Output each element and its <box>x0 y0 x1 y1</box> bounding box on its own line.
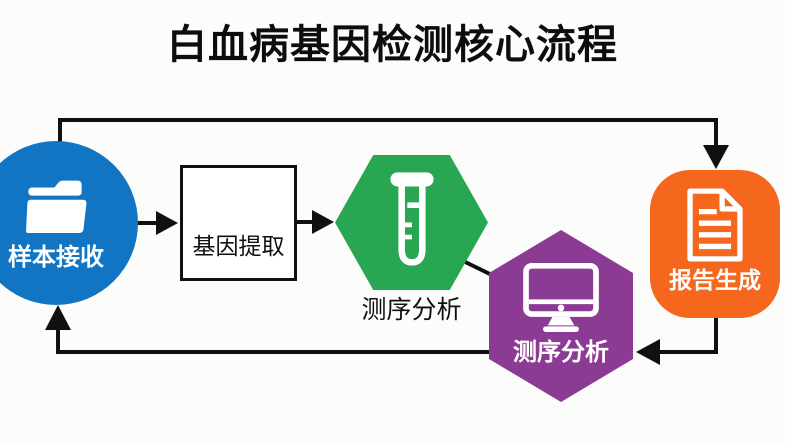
node-sequencing-analysis-compute: 测序分析 <box>489 230 633 402</box>
node-label-gene-extraction: 基因提取 <box>192 233 285 259</box>
node-label-report-generation: 报告生成 <box>669 267 761 293</box>
node-label-sample-reception: 样本接收 <box>8 244 104 271</box>
node-label-sequencing-analysis: 测序分析 <box>361 296 462 324</box>
monitor-icon <box>523 262 599 332</box>
node-label-sequencing-analysis-compute: 测序分析 <box>513 339 609 366</box>
node-gene-extraction: 基因提取 <box>180 165 297 281</box>
arrowhead-down-report <box>703 145 729 169</box>
arrowhead-right-sequencing <box>312 210 334 234</box>
page-title: 白血病基因检测核心流程 <box>167 23 618 67</box>
document-icon <box>687 188 743 262</box>
folder-icon <box>26 180 87 233</box>
node-report-generation: 报告生成 <box>650 170 780 318</box>
connector-analysis-to-sample <box>56 330 490 354</box>
arrowhead-up-sample <box>45 305 71 330</box>
node-sample-reception: 样本接收 <box>0 141 138 305</box>
connector-report-to-analysis <box>658 318 718 354</box>
arrowhead-left-analysis <box>636 339 660 365</box>
node-sequencing-analysis <box>335 155 488 290</box>
test-tube-icon <box>389 171 434 266</box>
connector-sample-to-report <box>58 118 718 147</box>
arrowhead-right-extraction <box>156 211 178 235</box>
